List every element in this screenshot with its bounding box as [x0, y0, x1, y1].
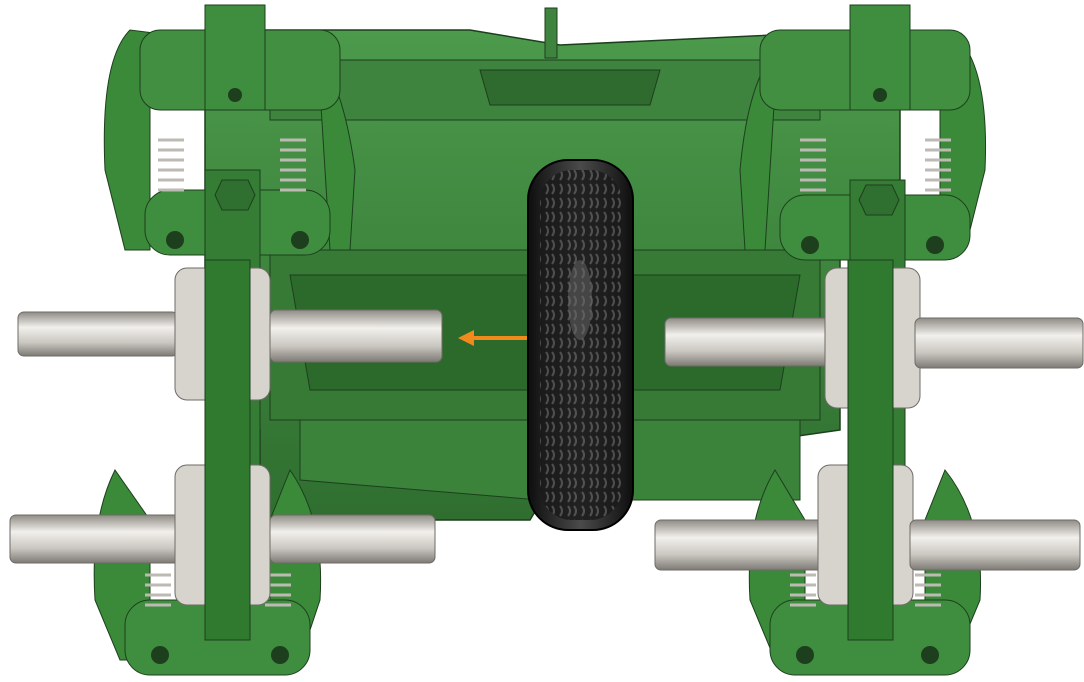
- axle-shaft-fr: [664, 317, 836, 367]
- springs: [145, 138, 951, 607]
- center-wheel[interactable]: [527, 159, 634, 531]
- axle-shaft-fl: [17, 311, 179, 357]
- axle-shafts: [9, 259, 1084, 641]
- axle-shaft-rl: [9, 514, 181, 564]
- axle-shaft-rr: [654, 519, 826, 571]
- left-arrow-icon: [458, 330, 527, 346]
- bogie-front-left: [103, 4, 356, 641]
